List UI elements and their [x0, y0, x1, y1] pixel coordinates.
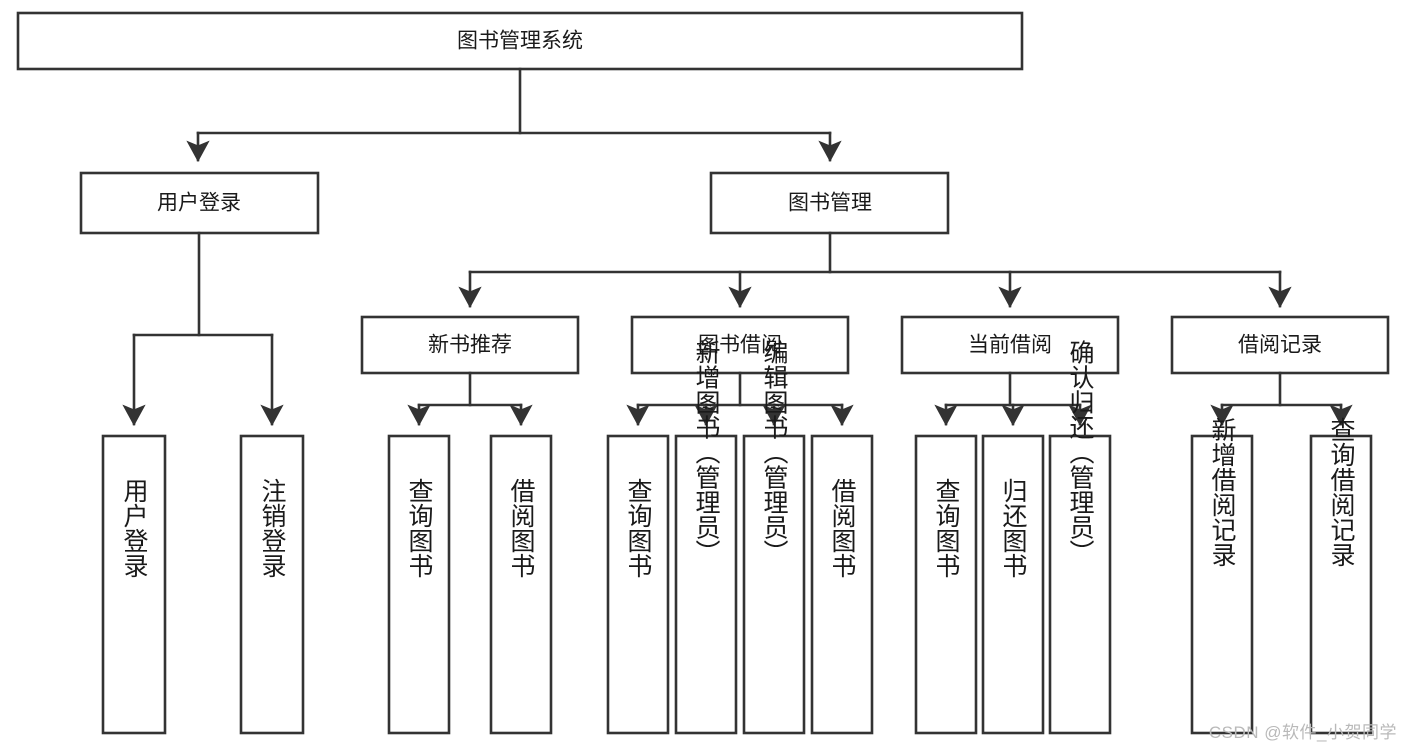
connector-user-login-to-leaves [122, 231, 284, 426]
connector-borrow-record-to-leaves [1210, 371, 1353, 426]
leaf-book-borrow-1[interactable]: 新增图书（管理员） [674, 340, 738, 735]
current-borrow-box [900, 315, 1120, 375]
user-login-box [79, 171, 320, 235]
leaf-box [606, 434, 670, 735]
node-root[interactable]: 图书管理系统 [16, 11, 1024, 71]
borrow-record-label: 借阅记录 [1238, 334, 1322, 357]
leaf-current-borrow-2[interactable]: 确认归还（管理员） [1048, 340, 1112, 735]
leaf-current-borrow-0[interactable]: 查询图书 [914, 434, 978, 735]
new-book-recommend-box [360, 315, 580, 375]
leaf-box [1190, 434, 1254, 735]
leaf-current-borrow-1[interactable]: 归还图书 [981, 434, 1045, 735]
leaf-box [914, 434, 978, 735]
leaf-label: 查询图书 [932, 478, 961, 578]
current-borrow-label: 当前借阅 [968, 334, 1052, 357]
book-management-label: 图书管理 [788, 192, 872, 215]
node-book-borrow[interactable]: 图书借阅 [630, 315, 850, 375]
leaf-label: 确认归还（管理员） [1066, 340, 1095, 565]
connector-book-management-to-level2 [458, 231, 1292, 308]
leaf-user-login-1[interactable]: 注销登录 [239, 434, 305, 735]
leaf-book-borrow-2[interactable]: 编辑图书（管理员） [742, 340, 806, 735]
leaf-label: 查询图书 [405, 478, 434, 578]
root-box [16, 11, 1024, 71]
connector-new-book-recommend-to-leaves [407, 371, 533, 426]
connector-current-borrow-to-leaves [934, 371, 1092, 426]
root-label: 图书管理系统 [457, 30, 583, 53]
leaf-book-borrow-0[interactable]: 查询图书 [606, 434, 670, 735]
leaf-box [810, 434, 874, 735]
leaf-label: 借阅图书 [828, 478, 857, 578]
node-user-login[interactable]: 用户登录 [79, 171, 320, 235]
leaf-new-book-recommend-1[interactable]: 借阅图书 [489, 434, 553, 735]
node-new-book-recommend[interactable]: 新书推荐 [360, 315, 580, 375]
leaf-label: 新增借阅记录 [1208, 417, 1237, 567]
leaf-box [674, 434, 738, 735]
leaf-box [742, 434, 806, 735]
leaf-user-login-0[interactable]: 用户登录 [101, 434, 167, 735]
leaf-box [1048, 434, 1112, 735]
leaf-label: 借阅图书 [507, 478, 536, 578]
leaf-borrow-record-0[interactable]: 新增借阅记录 [1190, 417, 1254, 735]
leaf-box [981, 434, 1045, 735]
connector-book-borrow-to-leaves [626, 371, 854, 426]
leaf-label: 注销登录 [258, 478, 287, 578]
leaf-label: 用户登录 [120, 478, 149, 578]
leaf-book-borrow-3[interactable]: 借阅图书 [810, 434, 874, 735]
book-borrow-label: 图书借阅 [698, 334, 782, 357]
new-book-recommend-label: 新书推荐 [428, 334, 512, 357]
leaf-label: 查询图书 [624, 478, 653, 578]
user-login-label: 用户登录 [157, 192, 241, 215]
leaf-box [1309, 434, 1373, 735]
connector-root-to-level1 [186, 67, 842, 162]
leaf-borrow-record-1[interactable]: 查询借阅记录 [1309, 417, 1373, 735]
leaf-box [489, 434, 553, 735]
node-current-borrow[interactable]: 当前借阅 [900, 315, 1120, 375]
leaf-box [101, 434, 167, 735]
leaf-box [387, 434, 451, 735]
leaf-new-book-recommend-0[interactable]: 查询图书 [387, 434, 451, 735]
node-borrow-record[interactable]: 借阅记录 [1170, 315, 1390, 375]
leaf-box [239, 434, 305, 735]
leaf-label: 新增图书（管理员） [692, 340, 721, 565]
leaf-label: 编辑图书（管理员） [760, 340, 789, 565]
node-book-management[interactable]: 图书管理 [709, 171, 950, 235]
leaf-label: 查询借阅记录 [1327, 417, 1356, 567]
leaf-label: 归还图书 [999, 478, 1028, 578]
